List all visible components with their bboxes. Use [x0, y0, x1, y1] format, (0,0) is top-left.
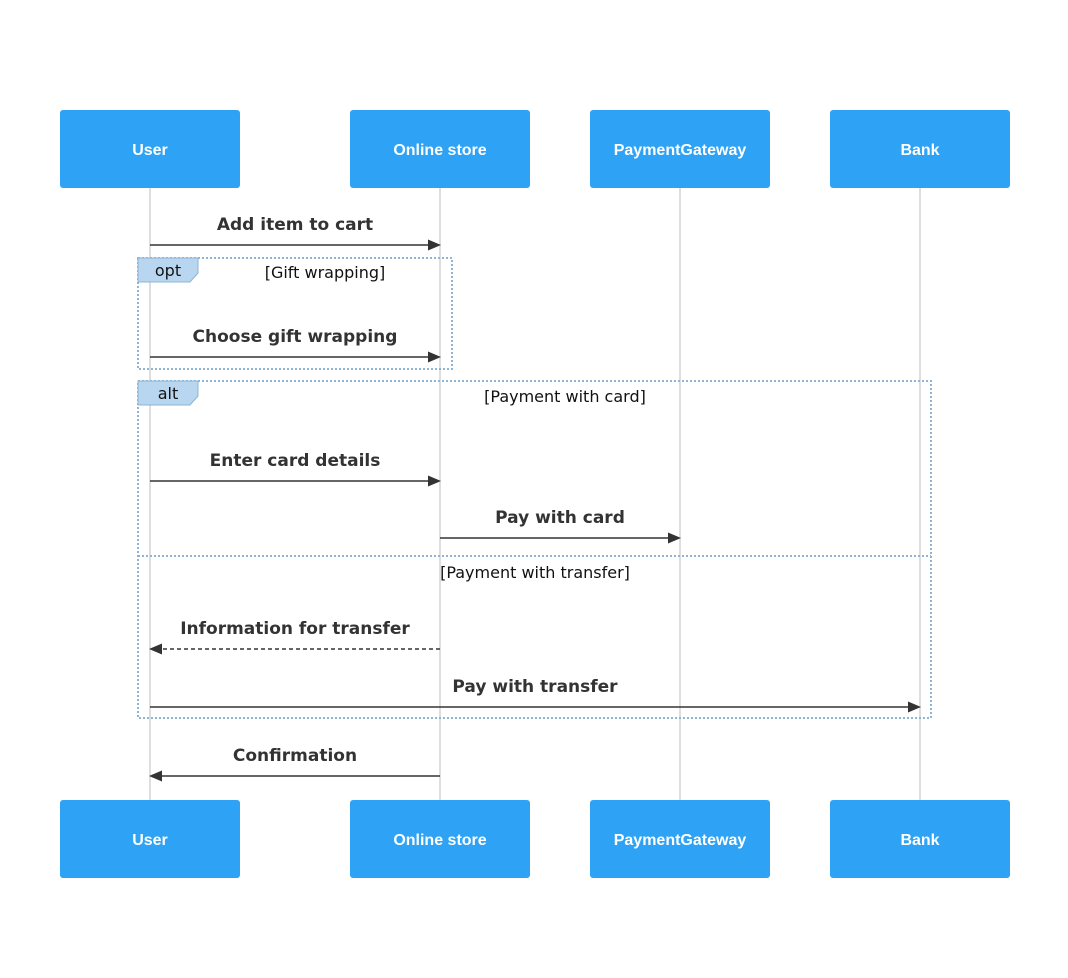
actor-store-bottom: Online store	[350, 800, 530, 878]
actor-store-top: Online store	[350, 110, 530, 188]
arrowhead-icon	[428, 239, 441, 251]
actor-user-bottom: User	[60, 800, 240, 878]
actor-label: Bank	[900, 832, 939, 849]
alt-frame-label-tab	[137, 380, 199, 406]
actor-label: PaymentGateway	[614, 142, 747, 159]
actor-label: Bank	[900, 142, 939, 159]
alt-frame-label: alt	[158, 384, 179, 403]
message: Information for transfer	[149, 619, 440, 655]
alt-frame-condition: [Payment with card]	[484, 387, 646, 406]
actor-gateway-bottom: PaymentGateway	[590, 800, 770, 878]
actor-box	[590, 110, 770, 188]
arrowhead-icon	[908, 701, 921, 713]
arrowhead-icon	[428, 351, 441, 363]
message-label: Enter card details	[210, 451, 381, 471]
actor-box	[590, 800, 770, 878]
arrowhead-icon	[149, 643, 162, 655]
actor-label: User	[132, 142, 168, 159]
arrowhead-icon	[149, 770, 162, 782]
message: Pay with transfer	[150, 677, 921, 713]
actor-box	[350, 110, 530, 188]
actor-gateway-top: PaymentGateway	[590, 110, 770, 188]
actor-label: Online store	[393, 142, 486, 159]
actor-box	[60, 800, 240, 878]
arrowhead-icon	[428, 475, 441, 487]
message: Choose gift wrapping	[150, 327, 441, 363]
message: Enter card details	[150, 451, 441, 487]
arrowhead-icon	[668, 532, 681, 544]
message-label: Choose gift wrapping	[193, 327, 398, 347]
actor-box	[830, 110, 1010, 188]
message-label: Add item to cart	[217, 215, 373, 235]
message-label: Pay with transfer	[452, 677, 618, 697]
actor-box	[350, 800, 530, 878]
lifelines	[149, 188, 921, 800]
alt-frame-condition: [Payment with transfer]	[440, 563, 630, 582]
actor-box	[60, 110, 240, 188]
frames: opt [Gift wrapping] alt [Payment with card]…	[137, 257, 932, 719]
opt-frame-label: opt	[155, 261, 181, 280]
actor-label: PaymentGateway	[614, 832, 747, 849]
alt-frame: alt [Payment with card] [Payment with tran…	[137, 380, 932, 719]
message: Pay with card	[440, 508, 681, 544]
actor-bank-top: Bank	[830, 110, 1010, 188]
actor-label: Online store	[393, 832, 486, 849]
message-label: Information for transfer	[180, 619, 410, 639]
actor-box	[830, 800, 1010, 878]
opt-frame-label-tab	[137, 257, 199, 283]
opt-frame-border	[137, 257, 453, 370]
message-label: Pay with card	[495, 508, 625, 528]
message: Add item to cart	[150, 215, 441, 251]
actor-bank-bottom: Bank	[830, 800, 1010, 878]
alt-frame-border	[137, 380, 932, 719]
actor-label: User	[132, 832, 168, 849]
actor-user-top: User	[60, 110, 240, 188]
opt-frame: opt [Gift wrapping]	[137, 257, 453, 370]
opt-frame-condition: [Gift wrapping]	[265, 263, 386, 282]
message: Confirmation	[149, 746, 440, 782]
message-label: Confirmation	[233, 746, 357, 766]
